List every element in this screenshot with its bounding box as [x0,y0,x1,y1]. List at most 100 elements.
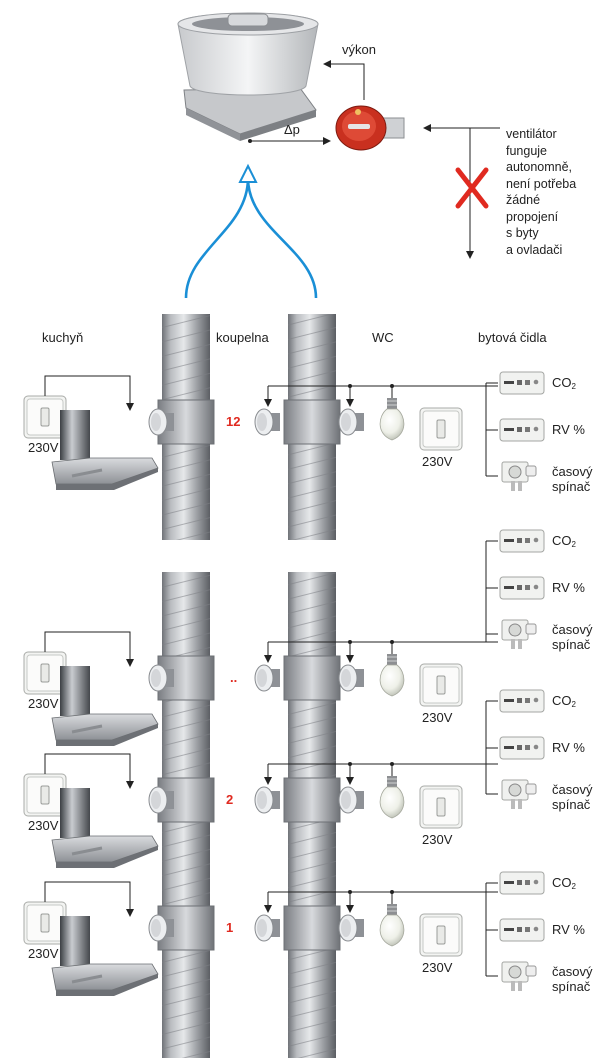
wc-wall-switch [419,785,463,829]
note-line: ventilátor [506,127,557,141]
co2-text: CO [552,533,572,548]
wc-wall-switch [419,913,463,957]
wc-voltage-label: 230V [422,832,453,847]
wc-valve-icon [338,664,365,692]
wc-valve-icon [338,786,365,814]
kitchen-wire [44,753,134,789]
kitchen-voltage-label: 230V [28,440,59,455]
floor-number: 1 [226,920,234,935]
kitchen-wall-switch [23,395,67,439]
roof-fan [177,12,319,141]
sensor-group [485,689,545,810]
note-line: funguje [506,143,548,158]
floor-number: 12 [226,414,241,429]
co2-subscript: 2 [571,540,576,549]
co2-sensor-icon [499,529,545,553]
wc-voltage-label: 230V [422,710,453,725]
timer-switch-icon [501,779,537,810]
wc-valve-icon [338,914,365,942]
cooker-hood-icon [50,914,160,998]
timer-label-line: spínač [552,979,591,994]
humidity-sensor-icon [499,918,545,942]
light-bulb-icon [379,775,405,819]
timer-label-line: spínač [552,479,591,494]
co2-text: CO [552,875,572,890]
fan-controller [335,105,405,151]
bathroom-valve-icon [254,664,281,692]
humidity-label: RV % [552,580,585,595]
cooker-hood-icon [50,408,160,492]
floor-3 [23,871,545,998]
duct-clamp [283,399,341,445]
note-line: s byty [506,226,539,240]
light-bulb-icon [379,397,405,441]
co2-label: CO2 [552,375,576,395]
output-label: výkon [342,42,376,57]
co2-text: CO [552,693,572,708]
co2-sensor-icon [499,689,545,713]
kitchen-voltage-label: 230V [28,696,59,711]
airflow-arrow [184,163,318,299]
kitchen-wire [44,881,134,917]
bathroom-valve-icon [254,786,281,814]
floor-1 [23,529,545,748]
humidity-sensor-icon [499,418,545,442]
co2-subscript: 2 [571,700,576,709]
sensor-group [485,371,545,492]
co2-subscript: 2 [571,382,576,391]
humidity-label: RV % [552,422,585,437]
note-line: a ovladači [506,242,563,257]
floor-number: 2 [226,792,234,807]
wc-voltage-label: 230V [422,960,453,975]
output-arrow [323,60,365,100]
kitchen-wall-switch [23,901,67,945]
co2-sensor-icon [499,871,545,895]
note-line: žádné [506,193,541,207]
kitchen-wall-switch [23,651,67,695]
duct-clamp [283,655,341,701]
timer-label-line: časový [552,464,593,479]
bathroom-valve-icon [254,914,281,942]
cooker-hood-icon [50,664,160,748]
kitchen-wire [44,375,134,411]
timer-label-line: časový [552,782,593,797]
duct-clamp [283,777,341,823]
kitchen-wall-switch [23,773,67,817]
column-kitchen: kuchyň [42,330,84,345]
wc-voltage-label: 230V [422,454,453,469]
co2-label: CO2 [552,533,576,553]
wc-valve-icon [338,408,365,436]
co2-label: CO2 [552,693,576,713]
column-bathroom: koupelna [216,330,269,345]
wc-wall-switch [419,407,463,451]
timer-label-line: spínač [552,637,591,652]
light-bulb-icon [379,903,405,947]
column-sensors: bytová čidla [478,330,547,345]
kitchen-voltage-label: 230V [28,946,59,961]
co2-label: CO2 [552,875,576,895]
note-line: autonomně, [506,160,573,174]
humidity-label: RV % [552,922,585,937]
timer-label-line: časový [552,622,593,637]
co2-subscript: 2 [571,882,576,891]
timer-switch-icon [501,961,537,992]
wc-wall-switch [419,663,463,707]
sensor-group [485,871,545,992]
floors [23,371,545,998]
light-bulb-icon [379,653,405,697]
floor-0 [23,371,545,492]
no-connection-cross-icon [455,167,489,209]
floor-number: .. [230,670,238,685]
co2-sensor-icon [499,371,545,395]
floor-2 [23,689,545,870]
timer-switch-icon [501,461,537,492]
cooker-hood-icon [50,786,160,870]
autonomous-note: ventilátor funguje autonomně, není potře… [506,126,596,258]
humidity-sensor-icon [499,576,545,600]
pressure-label: Δp [284,122,300,137]
timer-label-line: spínač [552,797,591,812]
sensor-group [485,529,545,650]
